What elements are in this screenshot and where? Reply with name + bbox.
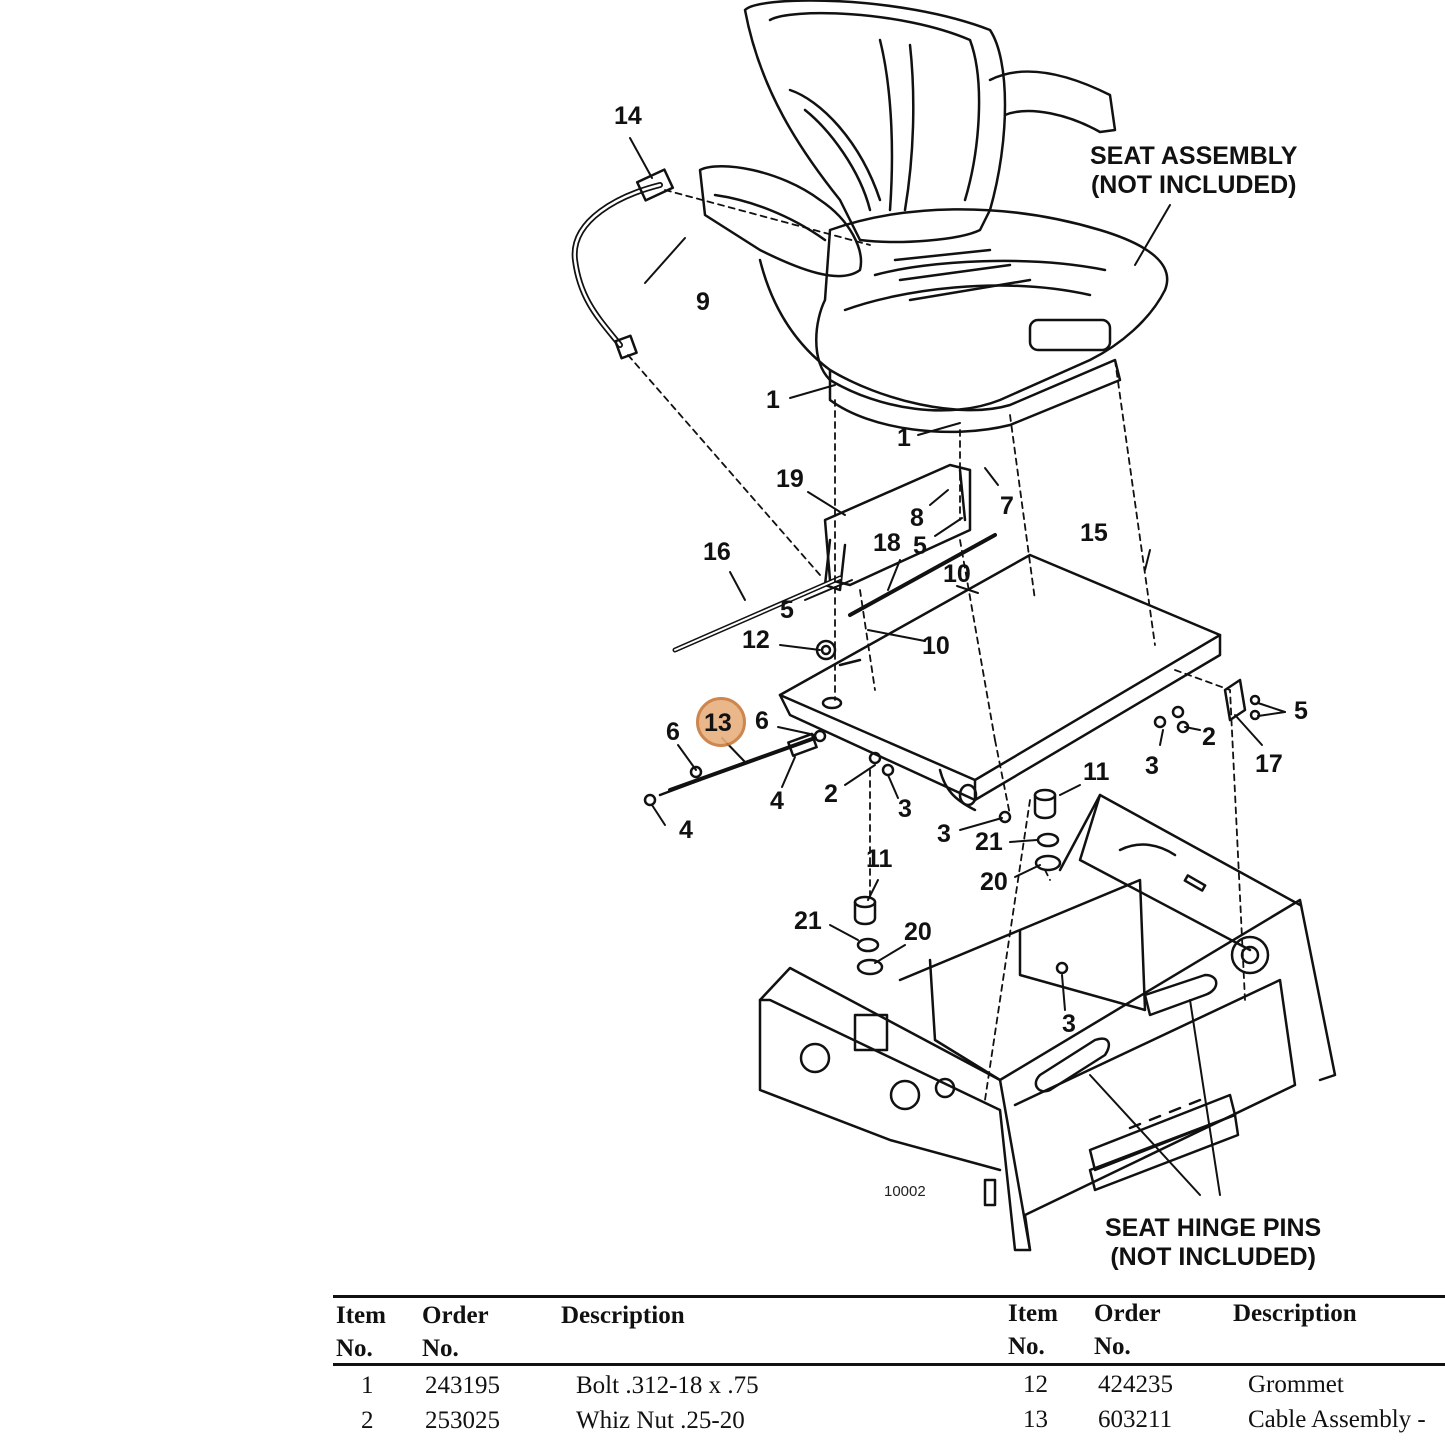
callout-number[interactable]: 10 — [922, 632, 950, 660]
callout-number[interactable]: 5 — [913, 532, 927, 560]
description: Grommet — [1248, 1371, 1344, 1398]
callout-number[interactable]: 10 — [943, 560, 971, 588]
callout-number[interactable]: 14 — [614, 102, 642, 130]
callout-number[interactable]: 3 — [1062, 1010, 1076, 1038]
callout-number[interactable]: 11 — [866, 845, 893, 873]
callout-number[interactable]: 1 — [766, 386, 780, 414]
order-no: 243195 — [425, 1372, 500, 1399]
callout-number[interactable]: 11 — [1083, 758, 1110, 786]
item-no: 13 — [1023, 1406, 1048, 1433]
order-no: 424235 — [1098, 1371, 1173, 1398]
callout-number[interactable]: 19 — [776, 465, 804, 493]
col-header-order-line1: Order — [1094, 1300, 1161, 1327]
callout-number[interactable]: 8 — [910, 504, 924, 532]
callout-number[interactable]: 7 — [1000, 492, 1014, 520]
callout-number[interactable]: 6 — [755, 707, 769, 735]
callout-number[interactable]: 9 — [696, 288, 710, 316]
seat-illustration — [698, 0, 1169, 434]
callout-number[interactable]: 12 — [742, 626, 770, 654]
seat-hinge-pins-note-line2: (NOT INCLUDED) — [1110, 1243, 1316, 1271]
col-header-item-line1: Item — [1008, 1300, 1058, 1327]
description: Whiz Nut .25-20 — [576, 1407, 745, 1434]
callout-number[interactable]: 3 — [1145, 752, 1159, 780]
table-top-rule — [333, 1295, 1445, 1298]
item-no: 1 — [361, 1372, 374, 1399]
parts-table: Item No. Order No. Description Item No. … — [333, 1295, 1445, 1445]
callout-number[interactable]: 2 — [824, 780, 838, 808]
col-header-order-line2: No. — [422, 1335, 459, 1362]
callout-number[interactable]: 20 — [980, 868, 1008, 896]
col-header-description-left: Description — [561, 1302, 685, 1329]
seat-assembly-note-line1: SEAT ASSEMBLY — [1090, 142, 1298, 170]
rod-16-illustration — [672, 575, 843, 653]
description: Bolt .312-18 x .75 — [576, 1372, 759, 1399]
exploded-parts-diagram — [571, 0, 1337, 1252]
col-header-order-left: Order No. — [422, 1299, 489, 1365]
chassis-illustration — [758, 793, 1337, 1252]
leader-lines — [629, 137, 1286, 1196]
cable-13-illustration — [643, 729, 827, 807]
callout-number[interactable]: 13 — [704, 709, 732, 737]
callout-number[interactable]: 4 — [770, 787, 784, 815]
seat-hinge-pins-note-line1: SEAT HINGE PINS — [1105, 1214, 1322, 1242]
callout-number[interactable]: 5 — [1294, 697, 1308, 725]
description: Cable Assembly - — [1248, 1406, 1426, 1433]
callout-number[interactable]: 21 — [975, 828, 1003, 856]
callout-number[interactable]: 18 — [873, 529, 901, 557]
col-header-order-line1: Order — [422, 1302, 489, 1329]
highlight-circle-item-13 — [696, 697, 746, 747]
callout-number[interactable]: 3 — [937, 820, 951, 848]
col-header-item-line1: Item — [336, 1302, 386, 1329]
plate-15-illustration — [778, 553, 1222, 812]
order-no: 603211 — [1098, 1406, 1173, 1433]
table-header-rule — [333, 1363, 1445, 1366]
isolators-illustration — [853, 788, 1062, 976]
col-header-order-right: Order No. — [1094, 1297, 1161, 1363]
callout-number[interactable]: 15 — [1080, 519, 1108, 547]
callout-number[interactable]: 21 — [794, 907, 822, 935]
seat-assembly-note: SEAT ASSEMBLY (NOT INCLUDED) — [1090, 142, 1297, 200]
col-header-item-line2: No. — [1008, 1333, 1045, 1360]
callout-number[interactable]: 6 — [666, 718, 680, 746]
callout-number[interactable]: 3 — [898, 795, 912, 823]
seat-hinge-pins-note: SEAT HINGE PINS (NOT INCLUDED) — [1105, 1214, 1321, 1272]
callout-number[interactable]: 2 — [1202, 723, 1216, 751]
item-no: 12 — [1023, 1371, 1048, 1398]
seat-assembly-note-line2: (NOT INCLUDED) — [1090, 171, 1297, 199]
callout-number[interactable]: 1 — [897, 424, 911, 452]
col-header-description-right: Description — [1233, 1300, 1357, 1327]
callout-number[interactable]: 16 — [703, 538, 731, 566]
callout-number[interactable]: 20 — [904, 918, 932, 946]
col-header-item-line2: No. — [336, 1335, 373, 1362]
col-header-order-line2: No. — [1094, 1333, 1131, 1360]
alignment-lines — [627, 189, 1246, 1101]
figure-id: 10002 — [884, 1183, 926, 1200]
item-no: 2 — [361, 1407, 374, 1434]
col-header-item-right: Item No. — [1008, 1297, 1058, 1363]
cable-14-illustration — [571, 168, 675, 360]
callout-number[interactable]: 5 — [780, 596, 794, 624]
callout-number[interactable]: 4 — [679, 816, 693, 844]
col-header-item-left: Item No. — [336, 1299, 386, 1365]
callout-number[interactable]: 17 — [1255, 750, 1283, 778]
order-no: 253025 — [425, 1407, 500, 1434]
